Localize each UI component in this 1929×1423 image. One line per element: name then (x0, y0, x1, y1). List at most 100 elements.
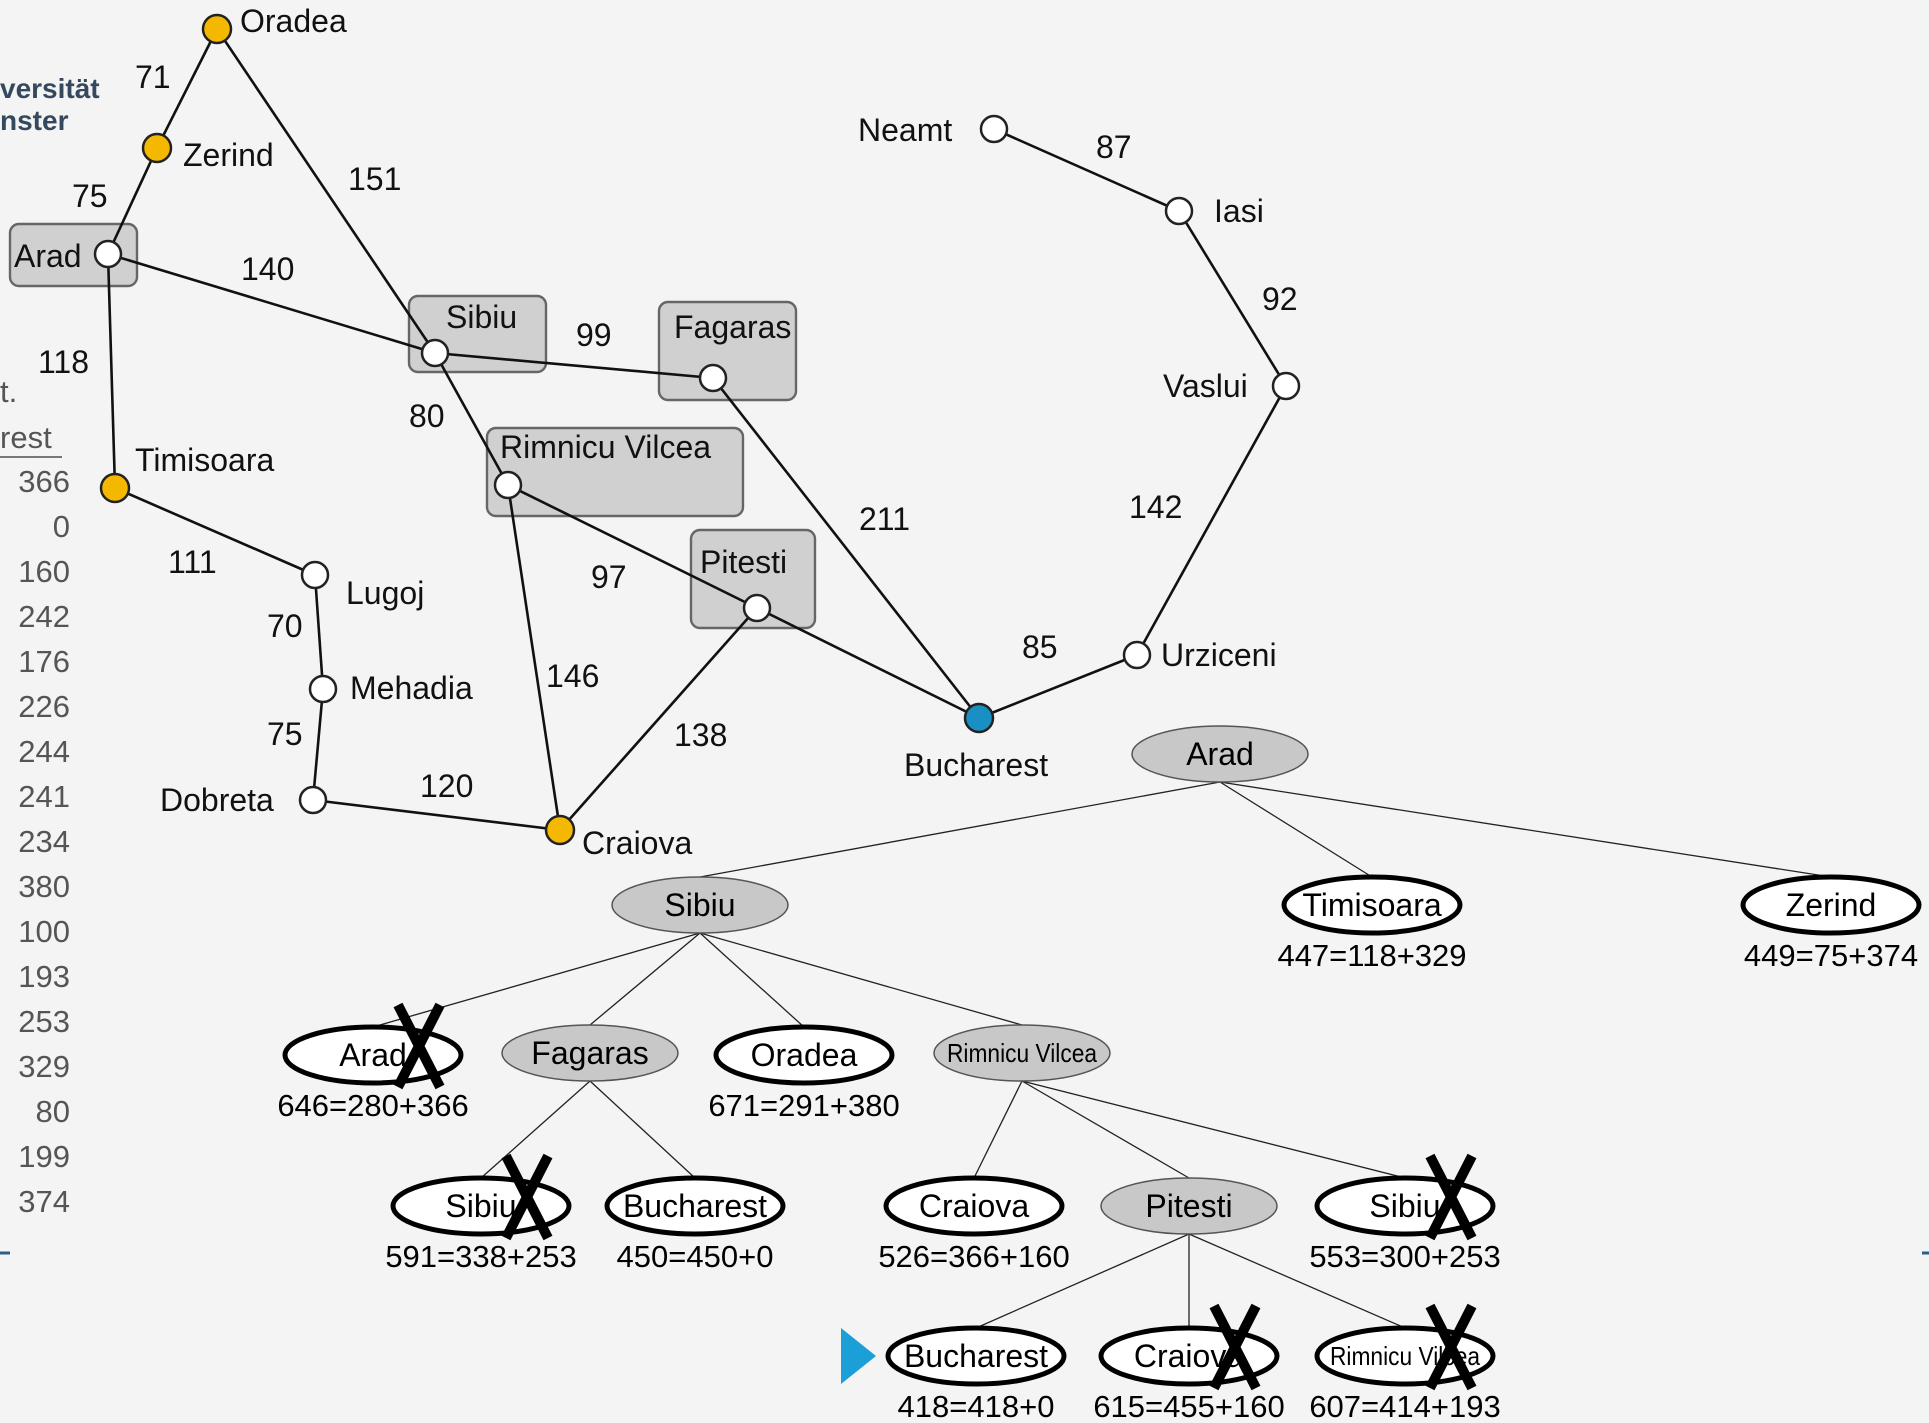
tree-node-fvalue: 646=280+366 (277, 1088, 468, 1123)
road-fagaras-bucharest (711, 377, 981, 719)
tree-edge (1219, 781, 1832, 878)
city-label-pitesti: Pitesti (700, 544, 787, 580)
legend-value: 380 (18, 869, 70, 904)
road-craiova-pitesti (559, 607, 758, 831)
road-sibiu-rimnicu (433, 352, 510, 486)
city-label-sibiu: Sibiu (446, 299, 517, 335)
road-distance: 99 (576, 317, 612, 353)
road-iasi-neamt (993, 127, 1180, 213)
legend-value: 80 (36, 1094, 70, 1129)
highlight-box-arad (8, 222, 139, 288)
tree-edge (973, 1080, 1023, 1179)
map-cities (93, 13, 1301, 846)
search-tree-edges (372, 781, 1832, 1329)
tree-node-label: Sibiu (445, 1188, 516, 1224)
tree-edge (372, 932, 701, 1028)
legend-value: 226 (18, 689, 70, 724)
road-distance: 111 (168, 544, 217, 580)
map-roads (106, 28, 1288, 832)
tree-node-fvalue: 526=366+160 (878, 1239, 1069, 1274)
city-node-neamt (979, 114, 1009, 144)
tree-node-ellipse (1281, 874, 1463, 936)
tree-node-pitesti: Pitesti (1100, 1177, 1278, 1235)
road-sibiu-fagaras (434, 351, 714, 380)
tree-node-label: Fagaras (531, 1035, 648, 1071)
tree-node-fvalue: 615=455+160 (1093, 1389, 1284, 1423)
legend-value: 234 (18, 824, 70, 859)
road-zerind-arad (106, 147, 159, 255)
road-arad-timisoara (106, 253, 117, 489)
road-distance: 75 (267, 716, 303, 752)
tree-node-fvalue: 671=291+380 (708, 1088, 899, 1123)
pruned-x-mark (1425, 1153, 1477, 1241)
tree-edge (699, 932, 1023, 1026)
city-node-mehadia (308, 674, 338, 704)
tree-node-label: Pitesti (1145, 1188, 1232, 1224)
selected-arrow-icon (841, 1328, 876, 1384)
tree-node-arad: Arad (1131, 725, 1309, 783)
tree-node-fagaras: Fagaras (501, 1024, 679, 1082)
tree-edge (1021, 1080, 1406, 1179)
tree-node-ellipse (885, 1325, 1067, 1387)
road-distance: 138 (674, 717, 727, 753)
road-rimnicu-pitesti (507, 483, 758, 610)
road-dobreta-craiova (312, 798, 561, 832)
road-rimnicu-craiova (506, 484, 562, 831)
legend-value: 242 (18, 599, 70, 634)
tree-node-ellipse (713, 1024, 895, 1086)
tree-edge (1021, 1080, 1190, 1179)
city-node-fagaras (698, 363, 728, 393)
tree-edge (1188, 1233, 1406, 1329)
road-distance: 140 (241, 251, 294, 287)
city-node-rimnicu (493, 470, 523, 500)
map-city-labels: OradeaZerindAradTimisoaraLugojMehadiaDob… (14, 3, 1277, 861)
tree-node-oradea: Oradea 671=291+380 (708, 1024, 900, 1123)
city-label-lugoj: Lugoj (346, 575, 424, 611)
city-node-bucharest (963, 702, 995, 734)
road-distance: 146 (546, 658, 599, 694)
tree-node-ellipse (501, 1024, 679, 1082)
road-pitesti-bucharest (756, 606, 980, 720)
city-label-vaslui: Vaslui (1163, 368, 1248, 404)
road-distance: 142 (1129, 489, 1182, 525)
tree-node-fvalue: 607=414+193 (1309, 1389, 1500, 1423)
city-label-oradea: Oradea (240, 3, 347, 39)
tree-edge (589, 1080, 696, 1179)
tree-node-label: Rimnicu Vilcea (947, 1038, 1097, 1068)
legend-value: 199 (18, 1139, 70, 1174)
city-node-urziceni (1122, 640, 1152, 670)
tree-node-label: Sibiu (1369, 1188, 1440, 1224)
road-distance: 70 (267, 608, 303, 644)
legend-fragment-top: t. (0, 374, 17, 409)
city-label-dobreta: Dobreta (160, 782, 274, 818)
tree-node-ellipse (883, 1175, 1065, 1237)
city-node-vaslui (1271, 371, 1301, 401)
pruned-x-mark (1425, 1303, 1477, 1391)
road-distance: 120 (420, 768, 473, 804)
legend-value: 100 (18, 914, 70, 949)
city-node-dobreta (298, 785, 328, 815)
legend-values: 3660160242176226244241234380100193253329… (18, 464, 70, 1219)
tree-node-fvalue: 553=300+253 (1309, 1239, 1500, 1274)
tree-node-ellipse (611, 876, 789, 934)
tree-node-sibiu3: Sibiu 553=300+253 (1309, 1153, 1501, 1274)
pruned-x-mark (501, 1153, 553, 1241)
city-node-arad (93, 239, 123, 269)
tree-node-fvalue: 591=338+253 (385, 1239, 576, 1274)
tree-node-label: Bucharest (623, 1188, 767, 1224)
city-label-zerind: Zerind (183, 137, 274, 173)
legend-value: 253 (18, 1004, 70, 1039)
city-node-zerind (141, 132, 173, 164)
tree-node-label: Bucharest (904, 1338, 1048, 1374)
city-node-craiova (544, 814, 576, 846)
tree-node-label: Oradea (751, 1037, 858, 1073)
city-node-pitesti (742, 593, 772, 623)
tree-node-ellipse (1131, 725, 1309, 783)
